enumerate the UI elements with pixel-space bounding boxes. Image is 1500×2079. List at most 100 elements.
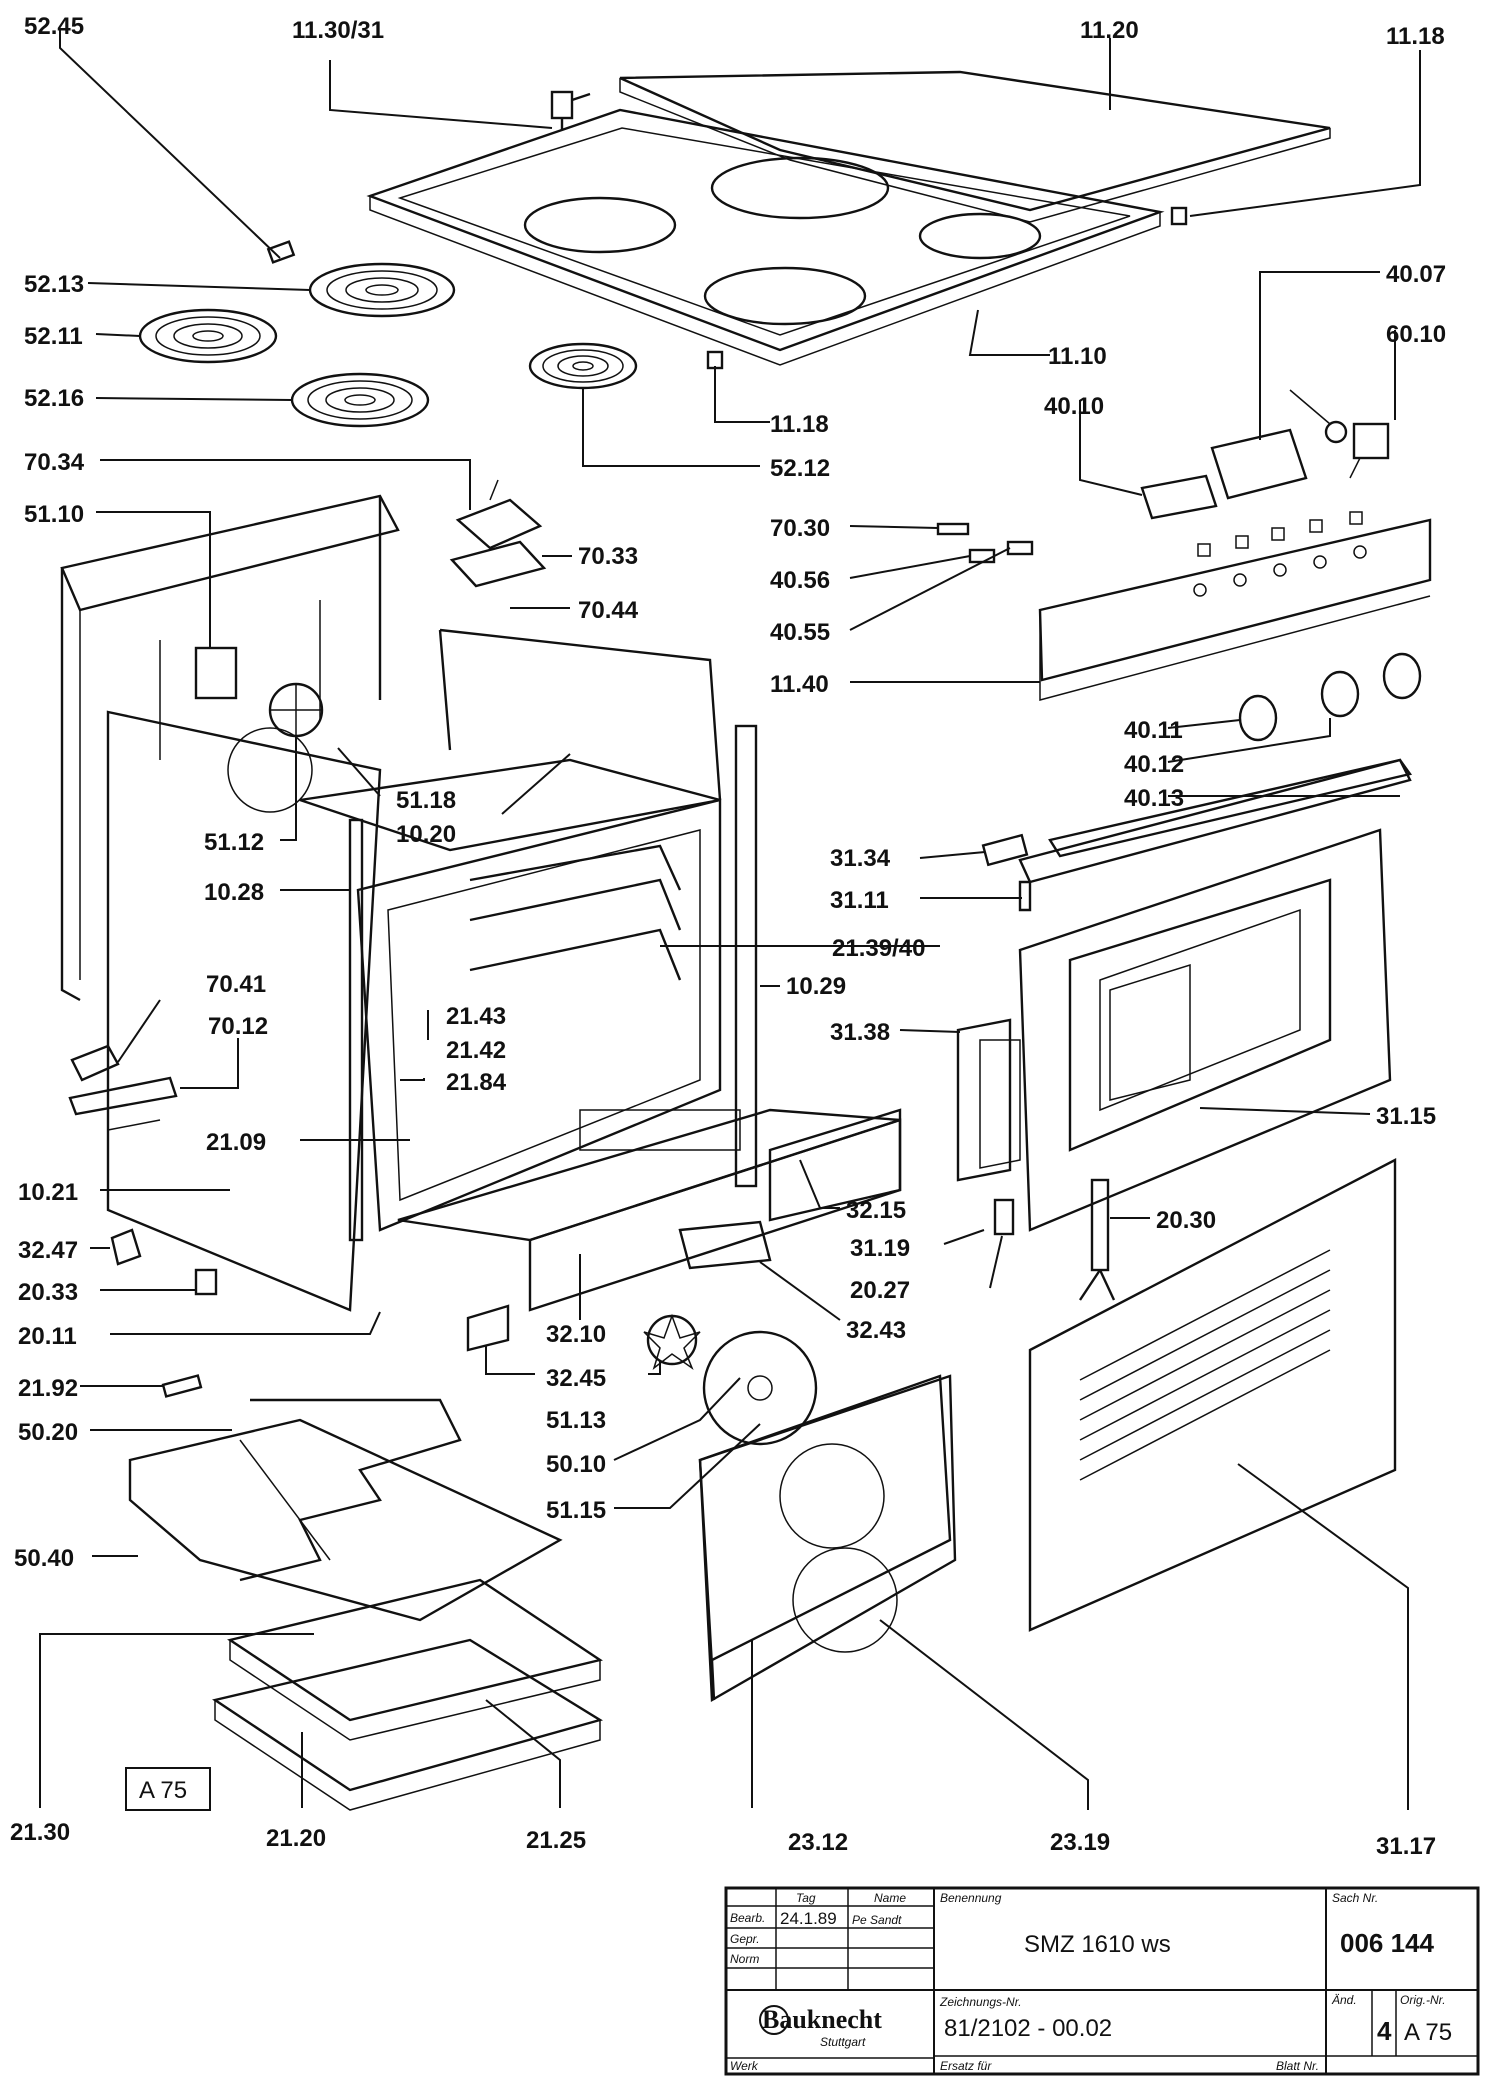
label-52-45: 52.45 — [24, 13, 84, 40]
plate-52-11 — [138, 308, 278, 364]
label-50-40: 50.40 — [14, 1545, 74, 1572]
sach-label: Sach Nr. — [1332, 1891, 1378, 1905]
drawer-front-panel — [1028, 1158, 1397, 1632]
label-10-21: 10.21 — [18, 1179, 78, 1206]
convection-fan — [194, 646, 324, 738]
label-10-28: 10.28 — [204, 879, 264, 906]
label-11-10: 11.10 — [1048, 343, 1107, 370]
hob-top-panel — [619, 70, 1331, 223]
label-51-13: 51.13 — [546, 1407, 606, 1434]
label-40-12: 40.12 — [1124, 751, 1184, 778]
label-21-42: 21.42 — [446, 1037, 506, 1064]
right-side-strip — [734, 724, 758, 1188]
baking-trays — [212, 1578, 603, 1811]
oven-top-cover — [299, 628, 722, 852]
designation-value: SMZ 1610 ws — [1024, 1931, 1171, 1958]
label-11-30-31: 11.30/31 — [292, 17, 384, 44]
heating-elements — [128, 1374, 563, 1622]
label-40-56: 40.56 — [770, 567, 830, 594]
label-40-55: 40.55 — [770, 619, 830, 646]
sach-nr-value: 006 144 — [1340, 1928, 1435, 1958]
label-21-39-40: 21.39/40 — [832, 935, 925, 962]
terminal-block — [449, 479, 547, 588]
label-21-09: 21.09 — [206, 1129, 266, 1156]
control-switches — [1140, 389, 1390, 520]
label-31-11: 31.11 — [830, 887, 889, 914]
label-31-15: 31.15 — [1376, 1103, 1436, 1130]
control-knobs — [1238, 652, 1422, 742]
row-bearb-label: Bearb. — [730, 1911, 765, 1925]
label-50-10: 50.10 — [546, 1451, 606, 1478]
date-value: 24.1.89 — [780, 1909, 837, 1928]
name-value: Pe Sandt — [852, 1913, 902, 1927]
drawing-stamp: A 75 — [125, 1767, 211, 1811]
label-51-10: 51.10 — [24, 501, 84, 528]
label-32-43: 32.43 — [846, 1317, 906, 1344]
storage-drawer — [397, 1108, 902, 1312]
benennung-label: Benennung — [940, 1891, 1002, 1905]
label-32-10: 32.10 — [546, 1321, 606, 1348]
orig-value: A 75 — [1404, 2019, 1452, 2046]
hob-hinge — [550, 90, 591, 130]
label-31-38: 31.38 — [830, 1019, 890, 1046]
oven-rear-wall — [60, 494, 400, 1002]
row-norm-label: Norm — [730, 1952, 759, 1966]
label-51-18: 51.18 — [396, 787, 456, 814]
fan-assembly — [643, 1313, 818, 1446]
clip-11-18-top — [1170, 206, 1188, 226]
label-21-84: 21.84 — [446, 1069, 507, 1096]
lamp-parts — [936, 522, 1034, 564]
label-10-29: 10.29 — [786, 973, 846, 1000]
handle-end-cap — [981, 833, 1029, 867]
oven-racks — [469, 844, 682, 981]
hob-frame — [366, 108, 1165, 366]
label-21-43: 21.43 — [446, 1003, 506, 1030]
control-panel — [1038, 511, 1432, 701]
col-name-label: Name — [874, 1891, 906, 1905]
oven-front-frame — [348, 798, 722, 1242]
label-51-15: 51.15 — [546, 1497, 606, 1524]
label-40-10: 40.10 — [1044, 393, 1104, 420]
label-21-25: 21.25 — [526, 1827, 586, 1854]
door-hinge — [1079, 1178, 1116, 1301]
aend-label: Änd. — [1331, 1993, 1357, 2007]
label-40-13: 40.13 — [1124, 785, 1184, 812]
plate-52-12 — [528, 342, 638, 390]
label-60-10: 60.10 — [1386, 321, 1446, 348]
label-20-33: 20.33 — [18, 1279, 78, 1306]
label-70-34: 70.34 — [24, 449, 85, 476]
aend-value: 4 — [1377, 2016, 1392, 2046]
row-gepr-label: Gepr. — [730, 1932, 760, 1946]
label-70-44: 70.44 — [578, 597, 639, 624]
label-52-16: 52.16 — [24, 385, 84, 412]
left-side-panel — [106, 710, 382, 1312]
hinge-bracket-20-27 — [993, 1198, 1015, 1236]
label-11-18-bottom: 11.18 — [770, 411, 829, 438]
door-handle — [1018, 758, 1412, 912]
label-52-12: 52.12 — [770, 455, 830, 482]
title-block: Tag Name Benennung Sach Nr. Bearb. Gepr.… — [724, 1886, 1480, 2076]
label-10-20: 10.20 — [396, 821, 456, 848]
label-52-11: 52.11 — [24, 323, 83, 350]
col-tag-label: Tag — [796, 1891, 816, 1905]
parts-drawing — [60, 70, 1432, 1811]
label-32-15: 32.15 — [846, 1197, 906, 1224]
label-32-47: 32.47 — [18, 1237, 78, 1264]
label-70-33: 70.33 — [578, 543, 638, 570]
ersatz-label: Ersatz für — [940, 2059, 992, 2073]
label-31-17: 31.17 — [1376, 1833, 1436, 1860]
label-20-11: 20.11 — [18, 1323, 77, 1350]
trim-strip-40-13 — [1048, 758, 1413, 858]
bracket-32-45 — [466, 1304, 510, 1352]
bracket-32-43 — [678, 1220, 772, 1270]
werk-label: Werk — [730, 2059, 759, 2073]
zeichnung-label: Zeichnungs-Nr. — [939, 1995, 1022, 2009]
bracket-32-47 — [110, 1228, 142, 1266]
clip-11-18-bottom — [706, 350, 724, 370]
label-20-30: 20.30 — [1156, 1207, 1216, 1234]
label-70-30: 70.30 — [770, 515, 830, 542]
label-20-27: 20.27 — [850, 1277, 910, 1304]
label-31-19: 31.19 — [850, 1235, 910, 1262]
oven-back-panel — [698, 1374, 957, 1703]
